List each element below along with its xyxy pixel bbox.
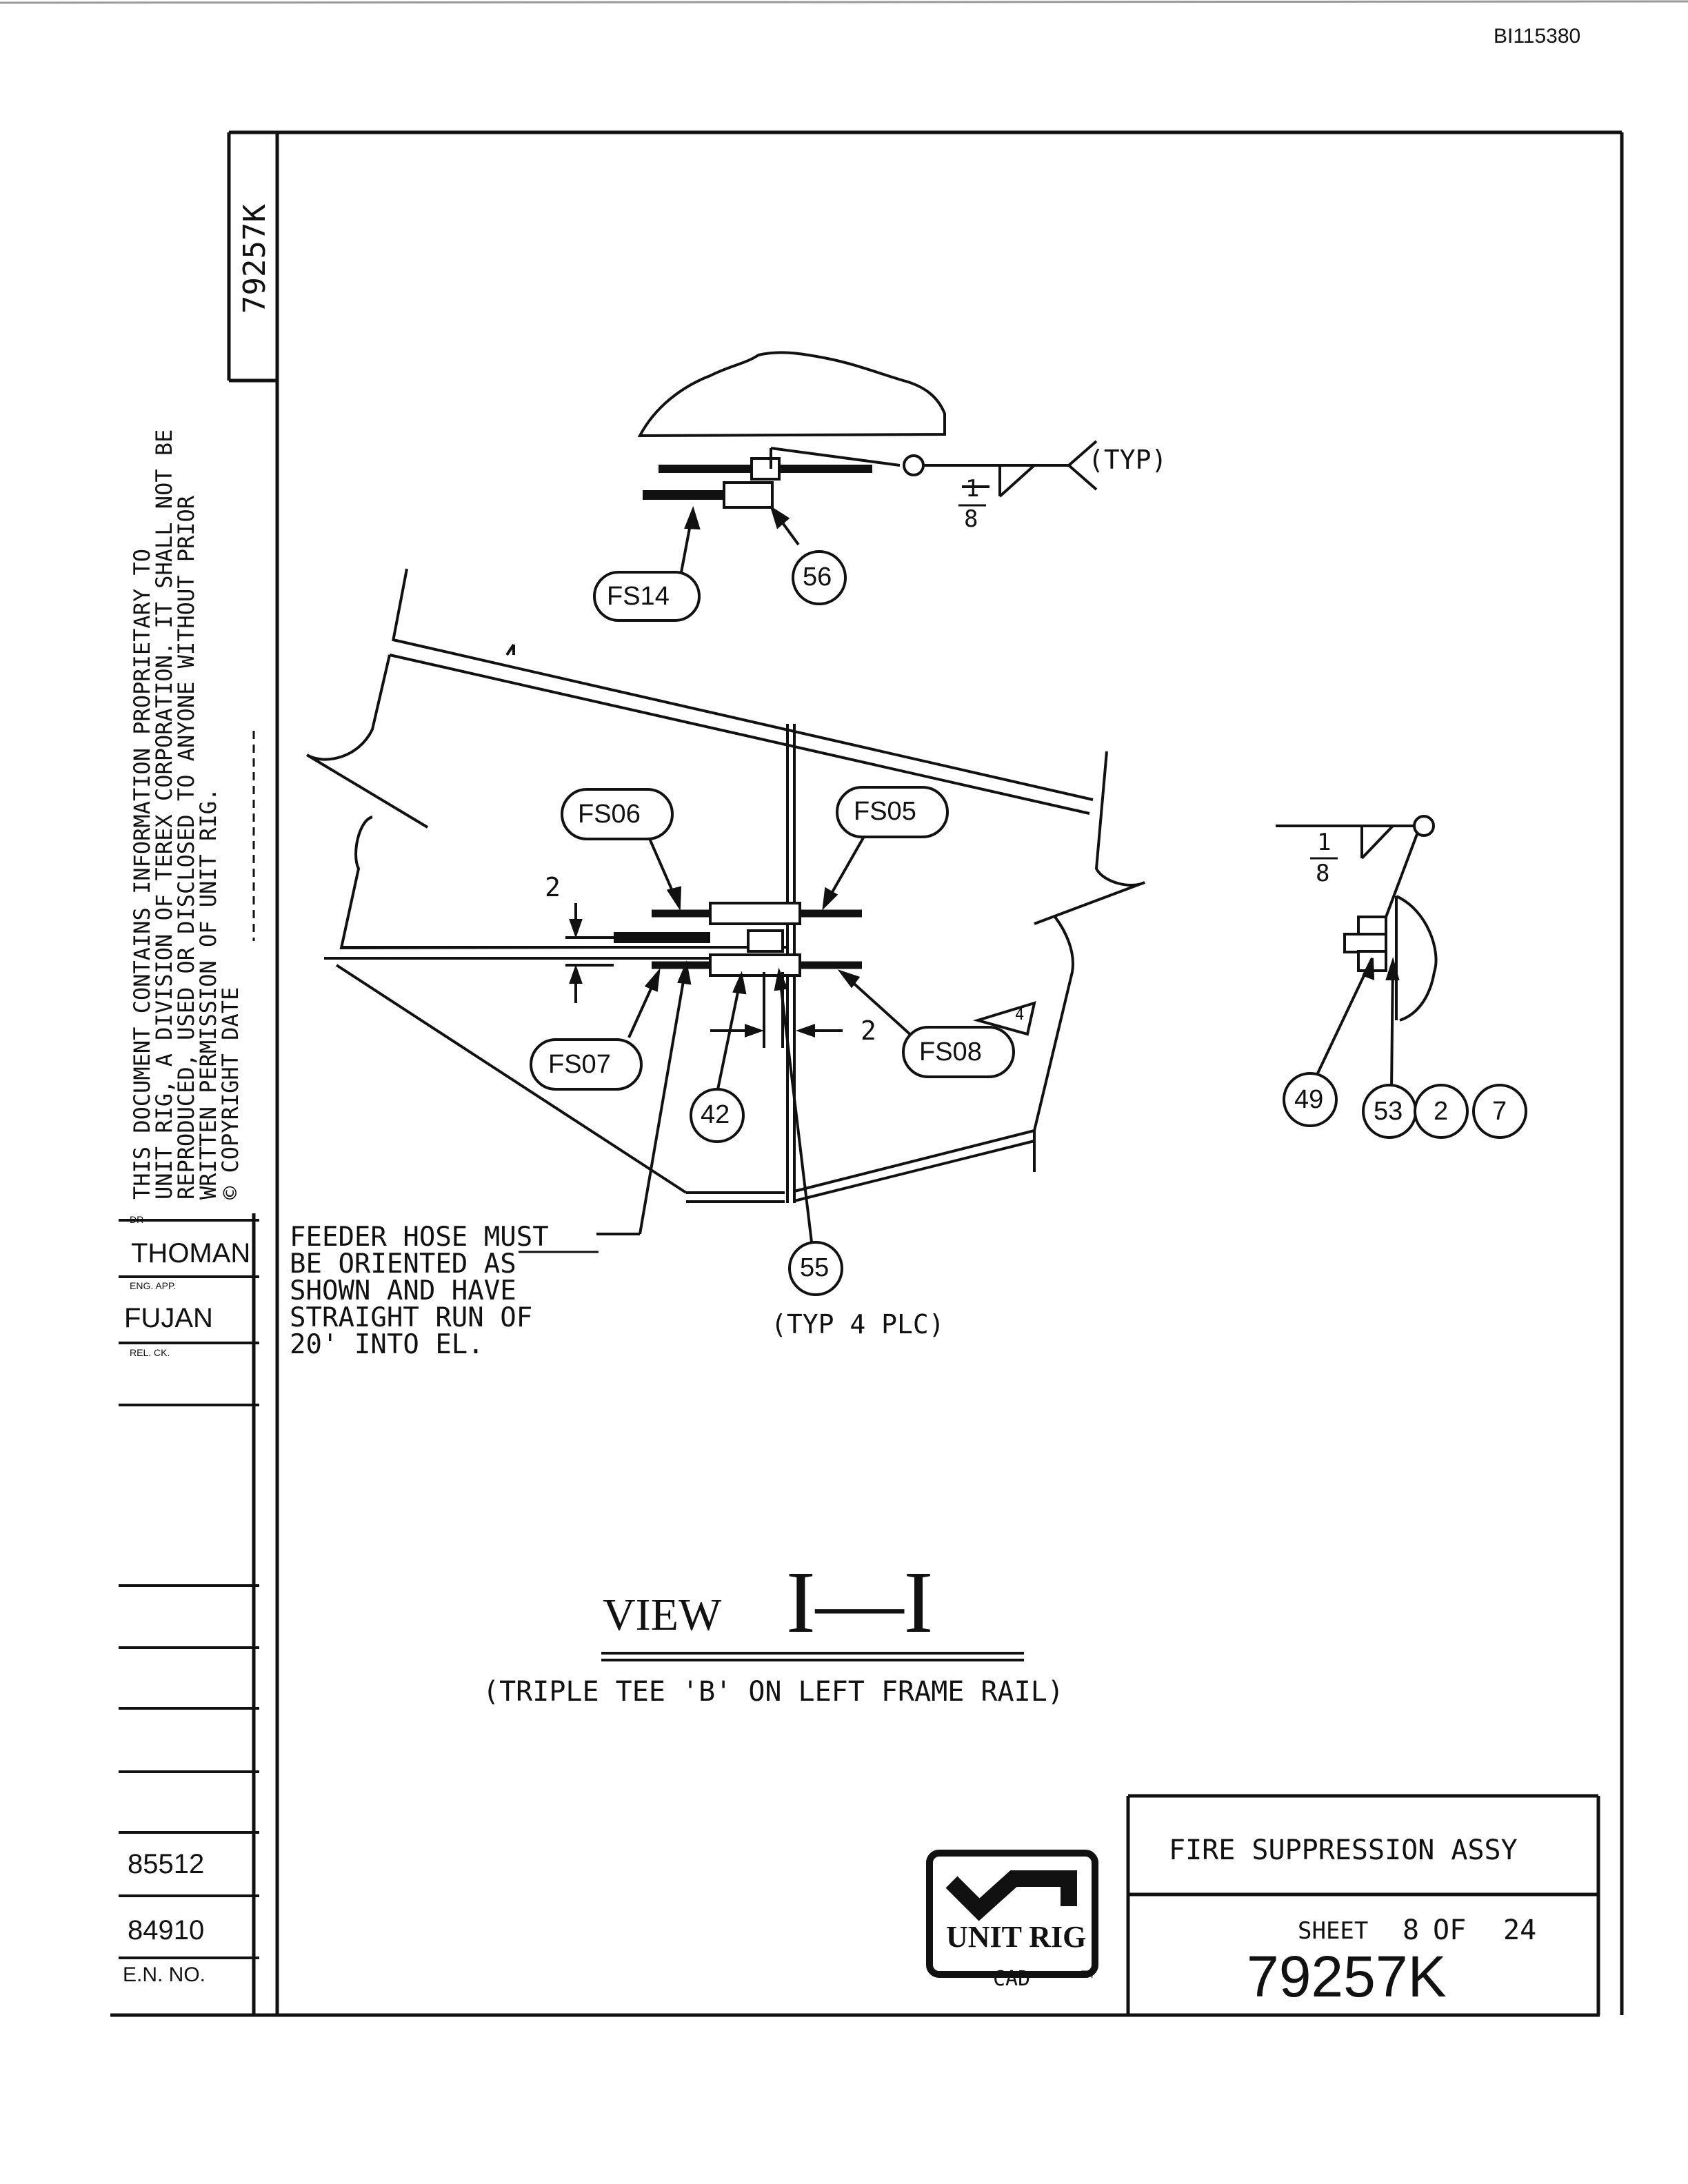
balloon-56-label: 56	[803, 563, 832, 592]
rel-ck-label: REL. CK.	[130, 1347, 170, 1358]
flag-note-4: 4	[1015, 1007, 1025, 1024]
balloons	[530, 550, 1527, 1296]
balloon-42-label: 42	[701, 1100, 730, 1129]
dim-vertical: 2	[545, 872, 561, 902]
title-block-drawing-number: 79257K	[1247, 1944, 1447, 2009]
drawing-border	[110, 130, 1624, 2017]
eng-app-label: ENG. APP.	[130, 1280, 177, 1291]
balloon-7-label: 7	[1492, 1097, 1507, 1126]
view-designation: I—I	[786, 1553, 934, 1651]
proprietary-line-4: WRITTEN PERMISSION OF UNIT RIG.	[195, 787, 221, 1200]
dim-horizontal: 2	[861, 1015, 876, 1046]
sheet-number: 8	[1403, 1914, 1420, 1946]
en-number-2: 84910	[128, 1915, 205, 1945]
feeder-note-line-2: BE ORIENTED AS	[290, 1248, 516, 1280]
balloon-fs06	[561, 788, 674, 840]
balloon-49	[1283, 1072, 1338, 1127]
logo-cad-label: CAD	[993, 1967, 1031, 1991]
balloon-fs07	[530, 1038, 643, 1091]
balloon-2-label: 2	[1434, 1097, 1449, 1126]
sheet-total: 24	[1503, 1914, 1537, 1946]
top-weld-numerator: 1	[965, 475, 980, 503]
frame-rail-geometry	[305, 568, 1145, 1203]
proprietary-line-3: REPRODUCED, USED OR DISCLOSED TO ANYONE …	[173, 495, 199, 1200]
revision-rows	[119, 1219, 259, 1959]
fittings-geometry	[565, 833, 1036, 1248]
balloon-fs05-label: FS05	[854, 797, 916, 826]
right-detail-geometry	[1276, 815, 1438, 1090]
sheet-label: SHEET	[1298, 1917, 1369, 1945]
document-id: BI115380	[1494, 25, 1581, 48]
balloon-fs05	[836, 786, 949, 838]
feeder-note-line-1: FEEDER HOSE MUST	[290, 1222, 549, 1253]
balloon-2	[1414, 1084, 1469, 1139]
en-no-label: E.N. NO.	[123, 1963, 206, 1986]
balloon-42	[690, 1088, 745, 1143]
balloon-fs06-label: FS06	[578, 800, 641, 829]
balloon-fs08	[902, 1026, 1015, 1078]
balloon-56	[792, 550, 847, 605]
typ-4-plc-note: (TYP 4 PLC)	[771, 1309, 945, 1339]
balloon-7	[1472, 1084, 1527, 1139]
feeder-hose-note: FEEDER HOSE MUST BE ORIENTED AS SHOWN AN…	[290, 1224, 549, 1358]
dr-label: DR	[130, 1214, 144, 1225]
balloon-fs14	[593, 571, 701, 622]
balloon-55-label: 55	[800, 1253, 830, 1282]
right-weld-denominator: 8	[1316, 860, 1330, 887]
logo-text: UNIT RIG	[946, 1920, 1087, 1954]
proprietary-line-1: THIS DOCUMENT CONTAINS INFORMATION PROPR…	[129, 548, 155, 1200]
feeder-note-line-5: 20' INTO EL.	[290, 1329, 484, 1360]
of-label: OF	[1433, 1914, 1467, 1946]
balloon-fs14-label: FS14	[607, 582, 670, 611]
right-weld-numerator: 1	[1317, 829, 1332, 856]
unit-rig-logo	[926, 1850, 1098, 1978]
eng-approved-by: FUJAN	[124, 1303, 213, 1333]
drawn-by: THOMAN	[131, 1238, 251, 1268]
proprietary-line-2: UNIT RIG, A DIVISION OF TEREX CORPORATIO…	[151, 429, 177, 1200]
balloon-49-label: 49	[1294, 1085, 1324, 1114]
side-drawing-number: 79257K	[237, 204, 272, 314]
view-subtitle: (TRIPLE TEE 'B' ON LEFT FRAME RAIL)	[483, 1676, 1064, 1708]
feeder-note-line-3: SHOWN AND HAVE	[290, 1275, 516, 1306]
feeder-note-line-4: STRAIGHT RUN OF	[290, 1302, 533, 1333]
view-prefix: VIEW	[603, 1590, 722, 1640]
balloon-fs08-label: FS08	[919, 1038, 982, 1066]
balloon-55	[788, 1241, 843, 1296]
balloon-53-label: 53	[1374, 1097, 1403, 1126]
top-weld-denominator: 8	[964, 505, 978, 533]
proprietary-notice: THIS DOCUMENT CONTAINS INFORMATION PROPR…	[129, 372, 243, 1200]
logo-tm-label: TM	[1081, 1970, 1093, 1981]
en-number-1: 85512	[128, 1849, 205, 1879]
drawing-title: FIRE SUPPRESSION ASSY	[1169, 1834, 1518, 1866]
balloon-fs07-label: FS07	[548, 1050, 611, 1079]
top-typ-label: (TYP)	[1088, 445, 1167, 475]
top-detail-geometry	[637, 351, 1098, 573]
title-block-lines	[1126, 1794, 1600, 2015]
copyright-date: © COPYRIGHT DATE	[217, 987, 243, 1200]
